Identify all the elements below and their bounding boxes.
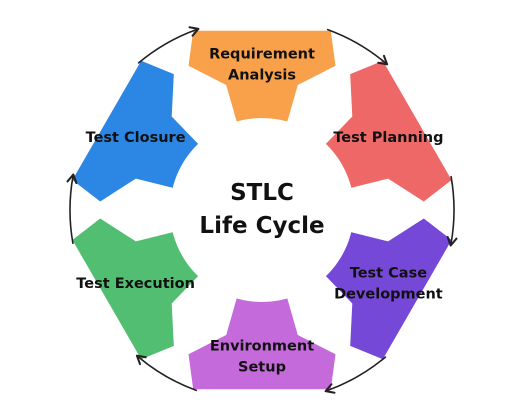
center-circle [170, 118, 354, 302]
phase-segment-requirement-analysis [188, 30, 336, 158]
phase-label-requirement-analysis: Requirement [209, 47, 315, 63]
center-title-line2: Life Cycle [199, 213, 324, 239]
phase-label-environment-setup: Setup [238, 360, 286, 376]
cycle-arrow-3 [324, 356, 387, 394]
phase-segment-test-execution [72, 218, 218, 360]
cycle-arrows [66, 26, 458, 394]
phase-label-test-case-development: Development [334, 287, 443, 303]
phase-segment-test-case-development [307, 218, 452, 360]
center-title-line1: STLC [230, 180, 294, 206]
cycle-arrow-5 [66, 173, 78, 245]
phase-segment-test-planning [307, 60, 452, 202]
phase-label-environment-setup: Environment [210, 339, 314, 355]
cycle-arrow-4 [135, 354, 198, 392]
phase-label-requirement-analysis: Analysis [228, 68, 296, 84]
phase-segment-environment-setup [188, 262, 336, 390]
phase-label-test-case-development: Test Case [350, 266, 427, 282]
phase-segment-test-closure [72, 60, 218, 202]
cycle-arrow-1 [326, 28, 389, 66]
cycle-arrow-6 [137, 26, 200, 64]
phase-label-test-execution: Test Execution [76, 276, 195, 292]
cycle-arrow-2 [446, 175, 458, 247]
phase-label-test-planning: Test Planning [333, 130, 443, 146]
phase-label-test-closure: Test Closure [86, 130, 186, 146]
